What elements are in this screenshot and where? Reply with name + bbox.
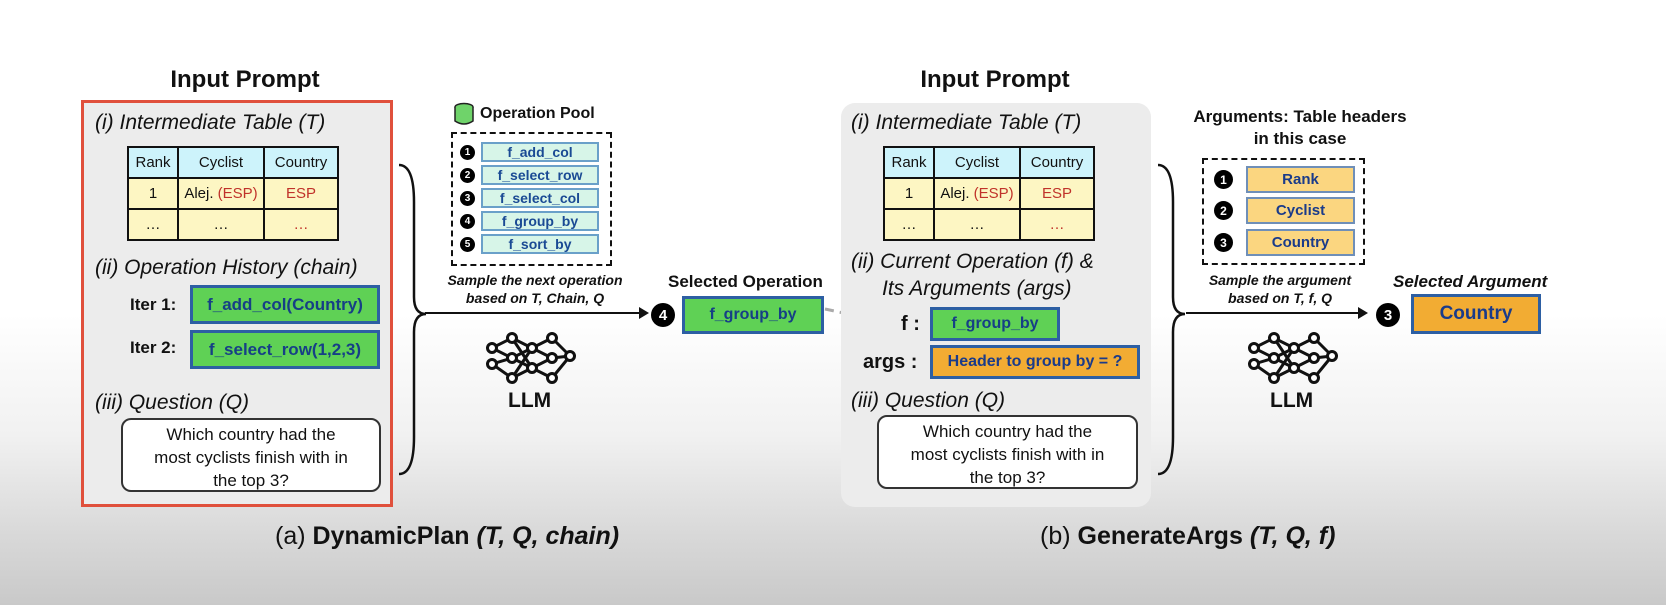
selected-operation-number: 4 xyxy=(651,303,675,327)
panel-a-history-label: (ii) Operation History (chain) xyxy=(95,256,358,279)
table-cell: ESP xyxy=(263,177,339,210)
args-item: Cyclist xyxy=(1246,197,1355,224)
panel-b-table-label: (i) Intermediate Table (T) xyxy=(851,111,1082,134)
args-number-1: 1 xyxy=(1214,170,1233,189)
arrow-icon xyxy=(425,307,649,319)
pool-number-5: 5 xyxy=(460,237,475,252)
pool-item: f_add_col xyxy=(481,142,599,162)
args-box xyxy=(1202,158,1365,265)
table-cell: ESP xyxy=(1019,177,1095,210)
f-value: f_group_by xyxy=(930,307,1060,341)
panel-a-title: Input Prompt xyxy=(170,66,320,93)
panel-b-question-label: (iii) Question (Q) xyxy=(851,389,1006,412)
pool-number-4: 4 xyxy=(460,214,475,229)
database-icon xyxy=(454,102,474,125)
col-header-country: Country xyxy=(1019,146,1095,179)
col-header-rank: Rank xyxy=(883,146,935,179)
pool-item: f_group_by xyxy=(481,211,599,231)
panel-b-question: Which country had the most cyclists fini… xyxy=(877,415,1138,489)
table-cell: 1 xyxy=(883,177,935,210)
table-cell: … xyxy=(127,208,179,241)
caption-b: (b) GenerateArgs (T, Q, f) xyxy=(1040,522,1336,550)
f-label: f : xyxy=(901,313,920,335)
selected-operation: f_group_by xyxy=(682,296,824,334)
col-header-cyclist: Cyclist xyxy=(933,146,1021,179)
panel-b-title: Input Prompt xyxy=(920,66,1070,93)
panel-a-table: Rank Cyclist Country 1 Alej. (ESP) ESP …… xyxy=(127,146,339,241)
args-sample-text: Sample the argument based on T, f, Q xyxy=(1208,272,1352,306)
panel-b-current-label-1: (ii) Current Operation (f) & xyxy=(851,250,1094,273)
table-cell: 1 xyxy=(127,177,179,210)
llm-network-icon xyxy=(1248,332,1338,384)
args-number-3: 3 xyxy=(1214,233,1233,252)
args-item: Country xyxy=(1246,229,1355,256)
table-cell: Alej. (ESP) xyxy=(933,177,1021,210)
pool-item: f_select_col xyxy=(481,188,599,208)
pool-number-1: 1 xyxy=(460,145,475,160)
caption-a: (a) DynamicPlan (T, Q, chain) xyxy=(275,522,620,550)
panel-a-question: Which country had the most cyclists fini… xyxy=(121,418,381,492)
pool-sample-text: Sample the next operation based on T, Ch… xyxy=(447,272,623,306)
panel-b-current-label-2: Its Arguments (args) xyxy=(882,277,1072,300)
table-cell: … xyxy=(177,208,265,241)
pool-number-2: 2 xyxy=(460,168,475,183)
iter1-operation: f_add_col(Country) xyxy=(190,285,380,324)
panel-b-table: Rank Cyclist Country 1 Alej. (ESP) ESP …… xyxy=(883,146,1095,241)
selected-argument-label: Selected Argument xyxy=(1393,272,1548,291)
pool-box xyxy=(451,132,612,266)
llm-label-a: LLM xyxy=(508,389,552,412)
col-header-cyclist: Cyclist xyxy=(177,146,265,179)
panel-a-table-label: (i) Intermediate Table (T) xyxy=(95,111,326,134)
llm-label-b: LLM xyxy=(1270,389,1314,412)
table-cell: … xyxy=(1019,208,1095,241)
args-value: Header to group by = ? xyxy=(930,345,1140,379)
iter2-operation: f_select_row(1,2,3) xyxy=(190,330,380,369)
table-cell: Alej. (ESP) xyxy=(177,177,265,210)
col-header-country: Country xyxy=(263,146,339,179)
col-header-rank: Rank xyxy=(127,146,179,179)
args-number-2: 2 xyxy=(1214,201,1233,220)
arrow-icon xyxy=(1186,307,1368,319)
args-label: args : xyxy=(863,351,918,373)
iter1-label: Iter 1: xyxy=(130,295,177,314)
pool-item: f_select_row xyxy=(481,165,599,185)
pool-title: Operation Pool xyxy=(480,105,595,122)
table-cell: … xyxy=(883,208,935,241)
brace-b-icon xyxy=(1157,163,1186,476)
args-item: Rank xyxy=(1246,166,1355,193)
panel-a-question-label: (iii) Question (Q) xyxy=(95,391,250,414)
llm-network-icon xyxy=(486,332,576,384)
pool-number-3: 3 xyxy=(460,191,475,206)
selected-operation-label: Selected Operation xyxy=(668,272,823,291)
table-cell: … xyxy=(933,208,1021,241)
iter2-label: Iter 2: xyxy=(130,338,177,357)
args-title: Arguments: Table headers in this case xyxy=(1193,107,1407,148)
selected-argument-number: 3 xyxy=(1376,303,1400,327)
table-cell: … xyxy=(263,208,339,241)
pool-item: f_sort_by xyxy=(481,234,599,254)
selected-argument: Country xyxy=(1411,294,1541,334)
